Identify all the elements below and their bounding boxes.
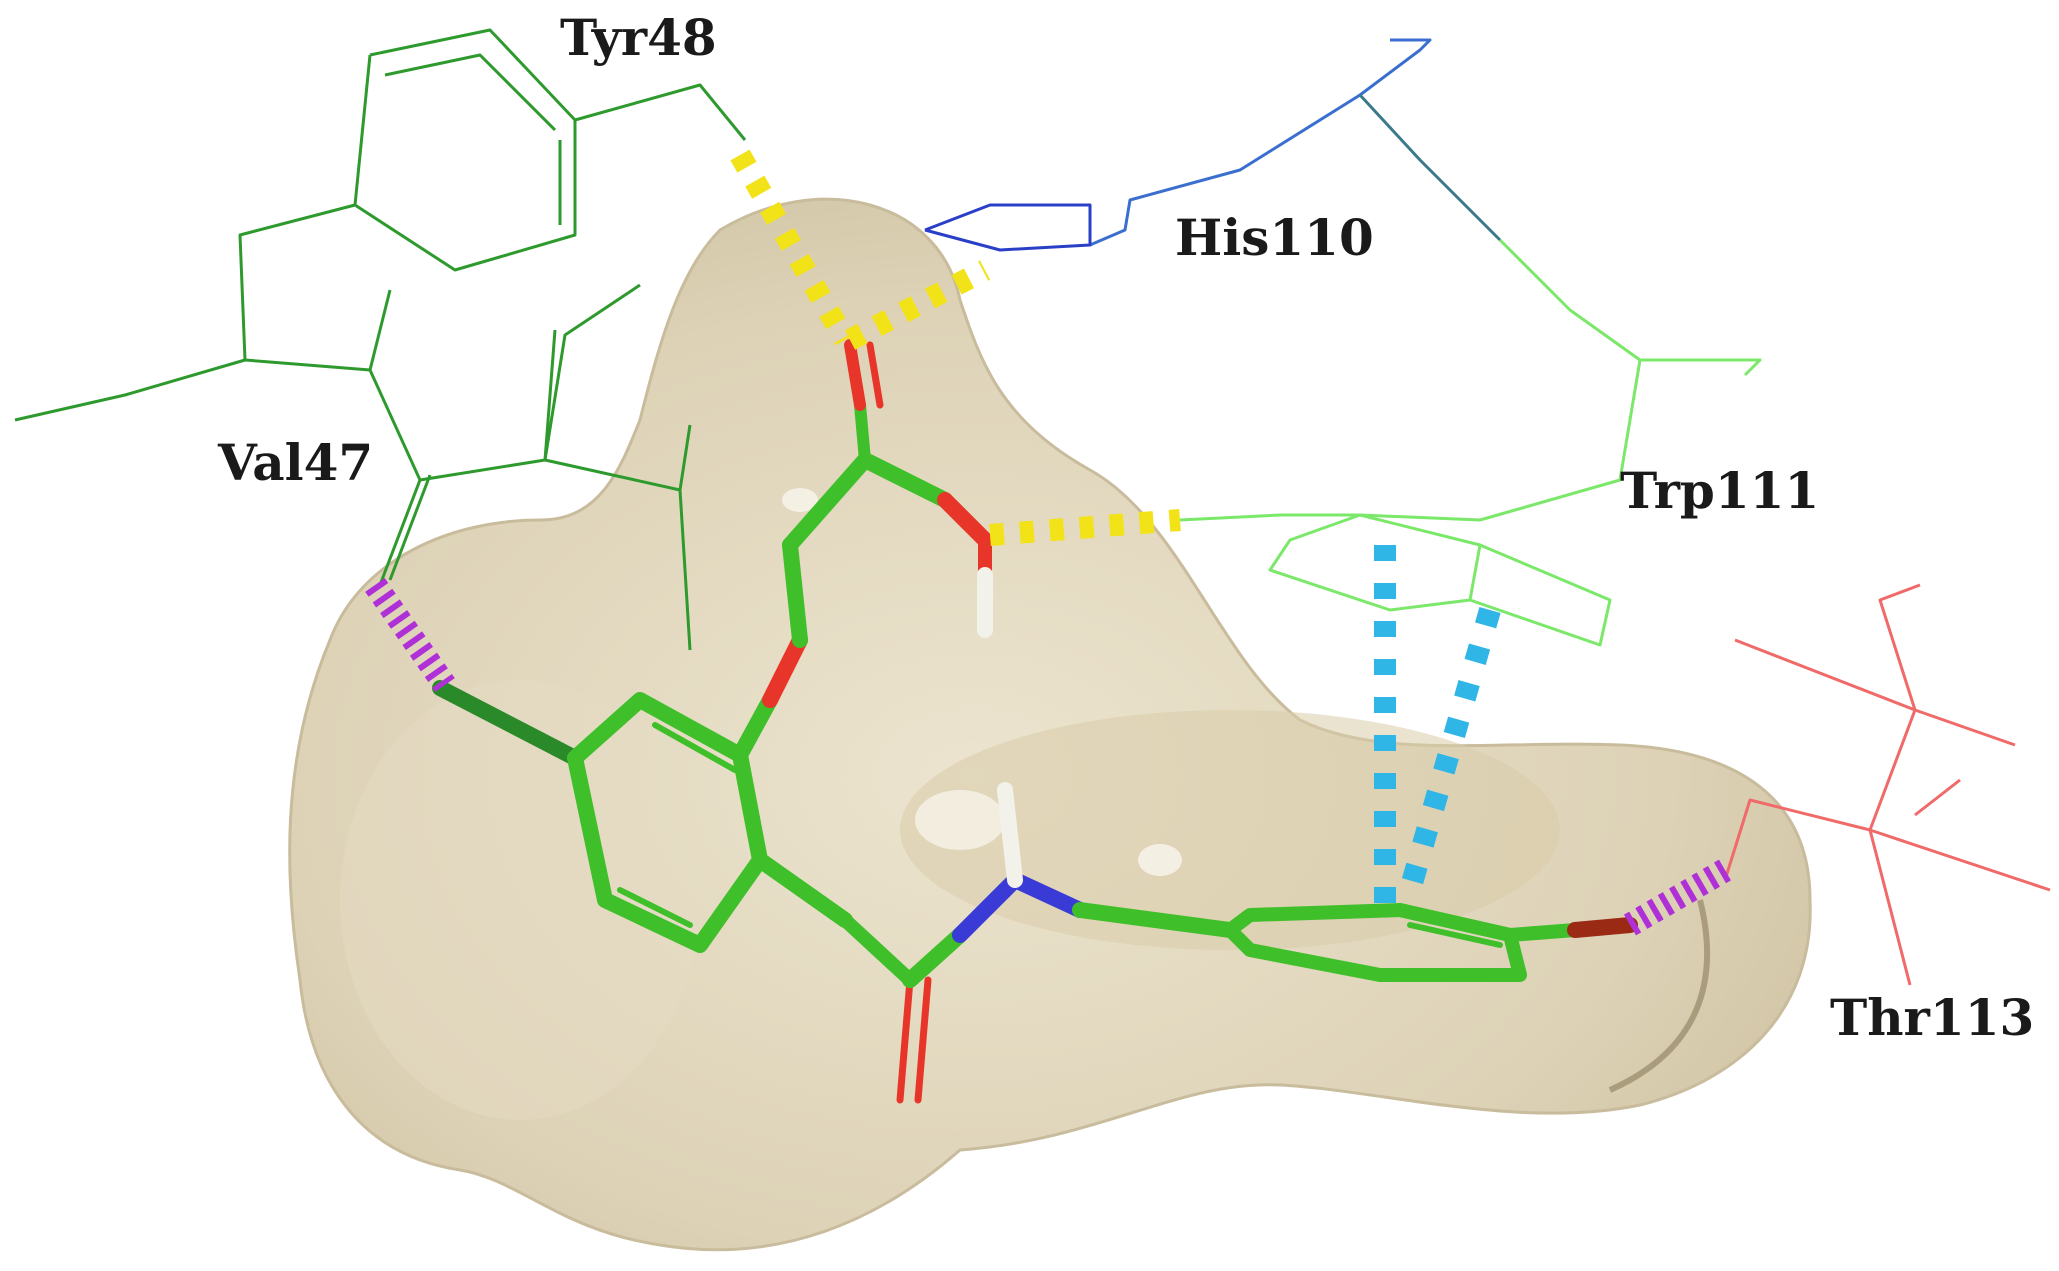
label-val47: Val47 [217,433,373,492]
aromatic-ring-b [1223,903,1527,982]
surface-shading [340,680,700,1120]
amide-h [997,782,1023,888]
residue-thr113-wire [1723,583,2051,986]
hbond-his110 [844,260,991,350]
hbond-tyr48 [730,149,855,346]
binding-pocket-surface [288,197,1812,1252]
residue-trp111-wire [1179,238,1762,647]
label-thr113: Thr113 [1830,988,2034,1047]
carbonyl-c [854,399,871,466]
label-his110: His110 [1175,208,1374,267]
bond-br [432,680,583,766]
bond-halogen [1567,917,1638,938]
surface-highlight [1138,844,1182,876]
halogen-bond-thr113 [1623,859,1732,936]
surface-edge-shadow [1608,899,1711,1093]
amide-n [952,872,1023,943]
ligand-sticks [432,339,1638,1104]
surface-highlight [782,488,818,512]
label-tyr48: Tyr48 [560,8,717,67]
bond-ether-o [762,632,808,708]
pi-stack-2 [1399,606,1501,894]
bond-ether-c [732,692,778,763]
pi-stacking-interactions [1374,545,1501,925]
residue-tyr48-val47-wire [14,28,747,651]
label-trp111: Trp111 [1620,461,1819,520]
surface-highlight [915,790,1005,850]
residue-his110-wire [924,38,1502,252]
halogen-bonds [365,578,1732,936]
hbond-trp111 [989,509,1181,546]
hydrogen-bonds [730,149,1181,546]
